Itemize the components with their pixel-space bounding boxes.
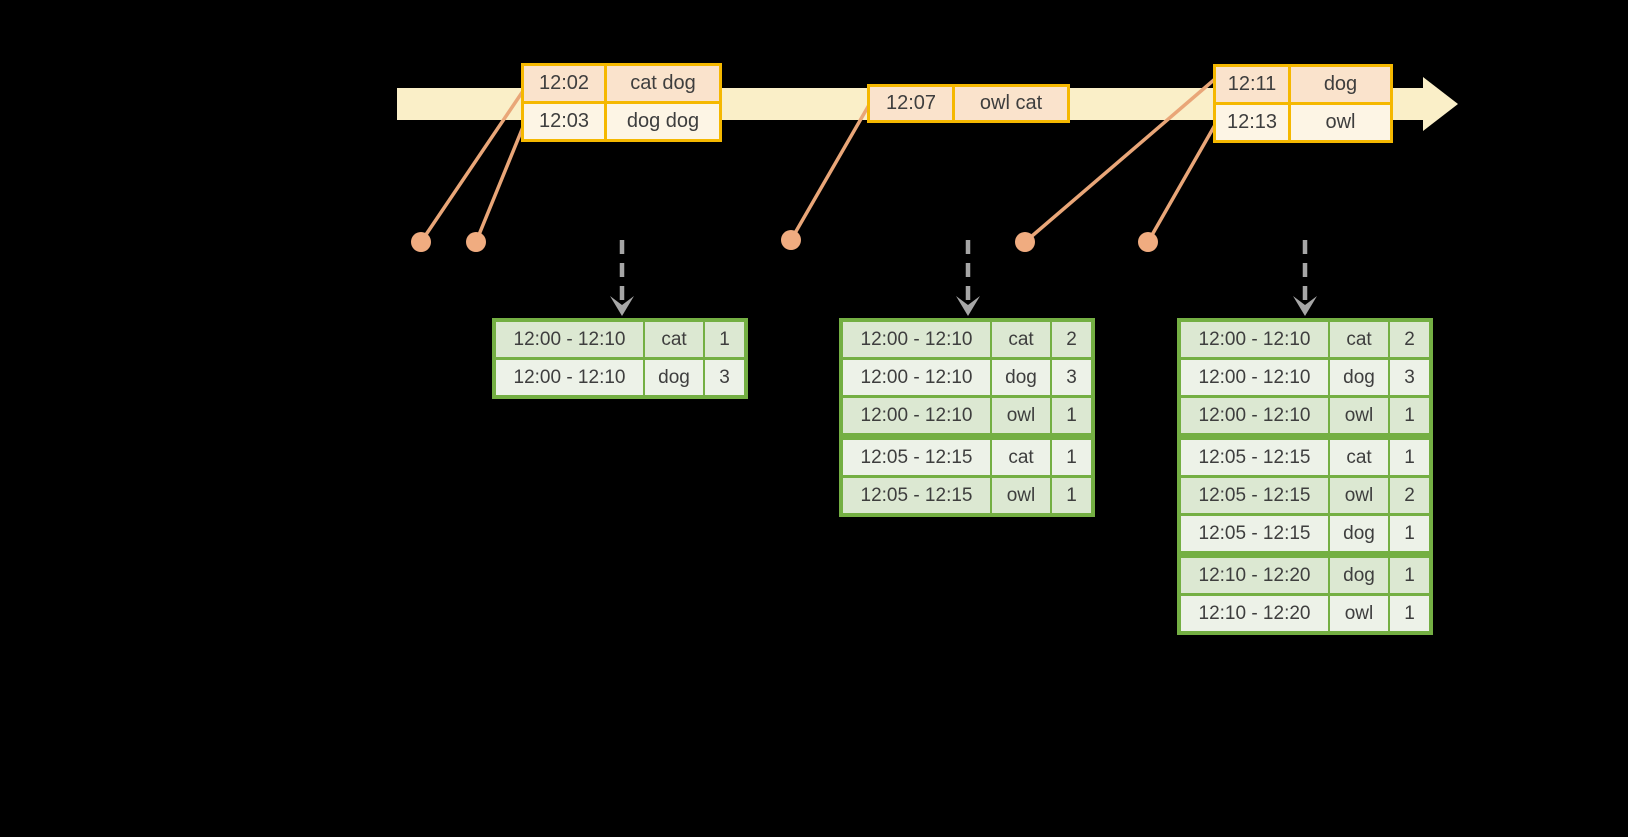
event-time-cell: 12:07: [870, 87, 952, 120]
window-cell: 12:00 - 12:10: [496, 360, 643, 395]
count-cell: 3: [1052, 360, 1091, 395]
window-cell: 12:05 - 12:15: [1181, 478, 1328, 513]
word-cell: owl: [1330, 398, 1388, 433]
down-arrow-icon-3: [1293, 296, 1317, 316]
window-cell: 12:00 - 12:10: [496, 322, 643, 357]
event-words-cell: cat dog: [607, 66, 719, 101]
event-words-cell: owl cat: [955, 87, 1067, 120]
word-cell: dog: [992, 360, 1050, 395]
count-cell: 1: [1052, 478, 1091, 513]
event-dots: [411, 230, 1158, 252]
event-time-cell: 12:13: [1216, 105, 1288, 140]
count-cell: 3: [705, 360, 744, 395]
connector-line-2: [474, 126, 525, 243]
word-cell: cat: [992, 322, 1050, 357]
window-cell: 12:10 - 12:20: [1181, 596, 1328, 631]
event-words-cell: dog dog: [607, 104, 719, 139]
window-cell: 12:00 - 12:10: [843, 360, 990, 395]
window-cell: 12:00 - 12:10: [1181, 360, 1328, 395]
word-cell: owl: [992, 398, 1050, 433]
connector-line-5: [1146, 124, 1217, 243]
window-cell: 12:05 - 12:15: [843, 478, 990, 513]
event-dot-4: [1015, 232, 1035, 252]
window-cell: 12:10 - 12:20: [1181, 558, 1328, 593]
event-dot-1: [411, 232, 431, 252]
word-cell: dog: [1330, 516, 1388, 551]
event-time-cell: 12:02: [524, 66, 604, 101]
window-cell: 12:05 - 12:15: [1181, 440, 1328, 475]
connector-lines: [419, 77, 1217, 244]
count-cell: 1: [1390, 596, 1429, 631]
window-cell: 12:00 - 12:10: [1181, 322, 1328, 357]
count-cell: 1: [1390, 398, 1429, 433]
window-cell: 12:00 - 12:10: [843, 322, 990, 357]
count-cell: 2: [1052, 322, 1091, 357]
word-cell: owl: [992, 478, 1050, 513]
count-cell: 1: [1390, 558, 1429, 593]
event-dot-2: [466, 232, 486, 252]
timeline-arrowhead-icon: [1423, 77, 1458, 131]
window-cell: 12:00 - 12:10: [843, 398, 990, 433]
word-cell: dog: [645, 360, 703, 395]
count-cell: 1: [1390, 440, 1429, 475]
window-cell: 12:05 - 12:15: [843, 440, 990, 475]
down-arrow-icon-2: [956, 296, 980, 316]
word-cell: owl: [1330, 596, 1388, 631]
word-cell: cat: [645, 322, 703, 357]
word-cell: owl: [1330, 478, 1388, 513]
connector-line-4: [1023, 77, 1217, 244]
count-cell: 1: [1052, 398, 1091, 433]
count-cell: 2: [1390, 478, 1429, 513]
event-time-cell: 12:11: [1216, 67, 1288, 102]
dashed-arrows: [610, 240, 1317, 316]
word-cell: cat: [992, 440, 1050, 475]
event-dot-3: [781, 230, 801, 250]
event-words-cell: owl: [1291, 105, 1390, 140]
count-cell: 1: [705, 322, 744, 357]
word-cell: cat: [1330, 440, 1388, 475]
word-cell: dog: [1330, 558, 1388, 593]
word-cell: dog: [1330, 360, 1388, 395]
word-cell: cat: [1330, 322, 1388, 357]
count-cell: 1: [1390, 516, 1429, 551]
window-cell: 12:00 - 12:10: [1181, 398, 1328, 433]
count-cell: 2: [1390, 322, 1429, 357]
down-arrow-icon-1: [610, 296, 634, 316]
event-dot-5: [1138, 232, 1158, 252]
connector-line-3: [789, 104, 871, 241]
count-cell: 3: [1390, 360, 1429, 395]
event-time-cell: 12:03: [524, 104, 604, 139]
event-words-cell: dog: [1291, 67, 1390, 102]
count-cell: 1: [1052, 440, 1091, 475]
window-cell: 12:05 - 12:15: [1181, 516, 1328, 551]
connector-line-1: [419, 90, 525, 243]
